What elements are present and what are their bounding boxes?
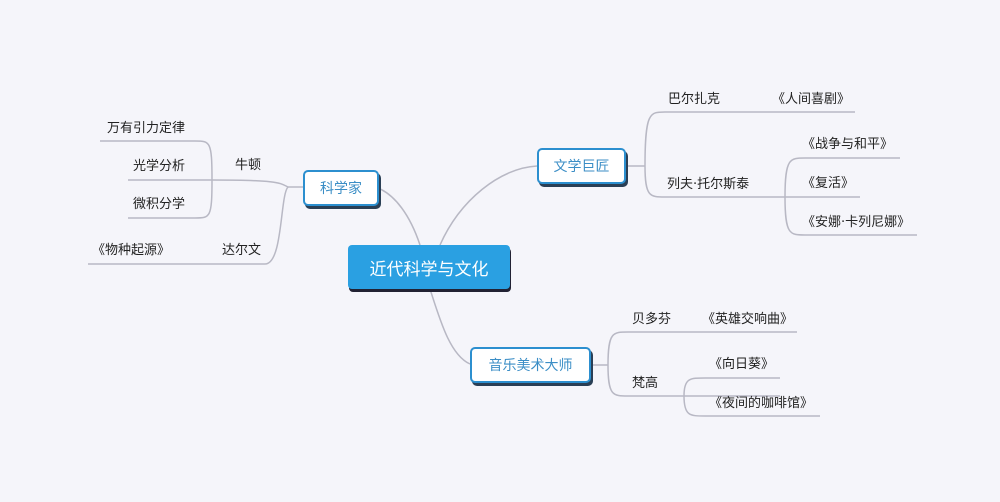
- leaf-war-and-peace[interactable]: 《战争与和平》: [802, 137, 894, 152]
- node-literature[interactable]: 文学巨匠: [537, 148, 626, 184]
- leaf-calculus[interactable]: 微积分学: [133, 197, 186, 212]
- node-van-gogh[interactable]: 梵高: [632, 376, 659, 391]
- node-balzac[interactable]: 巴尔扎克: [668, 92, 721, 107]
- leaf-night-cafe[interactable]: 《夜间的咖啡馆》: [709, 396, 814, 411]
- node-tolstoy[interactable]: 列夫·托尔斯泰: [667, 177, 750, 192]
- root-node[interactable]: 近代科学与文化: [348, 245, 510, 289]
- leaf-human-comedy[interactable]: 《人间喜剧》: [772, 92, 851, 107]
- node-newton[interactable]: 牛顿: [235, 158, 262, 173]
- leaf-origin-of-species[interactable]: 《物种起源》: [92, 243, 171, 258]
- leaf-eroica[interactable]: 《英雄交响曲》: [702, 312, 794, 327]
- leaf-sunflowers[interactable]: 《向日葵》: [709, 357, 775, 372]
- node-beethoven[interactable]: 贝多芬: [632, 312, 672, 327]
- leaf-resurrection[interactable]: 《复活》: [802, 176, 855, 191]
- node-scientists[interactable]: 科学家: [303, 170, 379, 206]
- node-darwin[interactable]: 达尔文: [222, 243, 262, 258]
- leaf-gravitation[interactable]: 万有引力定律: [107, 121, 186, 136]
- leaf-anna-karenina[interactable]: 《安娜·卡列尼娜》: [802, 215, 911, 230]
- node-arts[interactable]: 音乐美术大师: [470, 347, 591, 383]
- leaf-optics[interactable]: 光学分析: [133, 159, 186, 174]
